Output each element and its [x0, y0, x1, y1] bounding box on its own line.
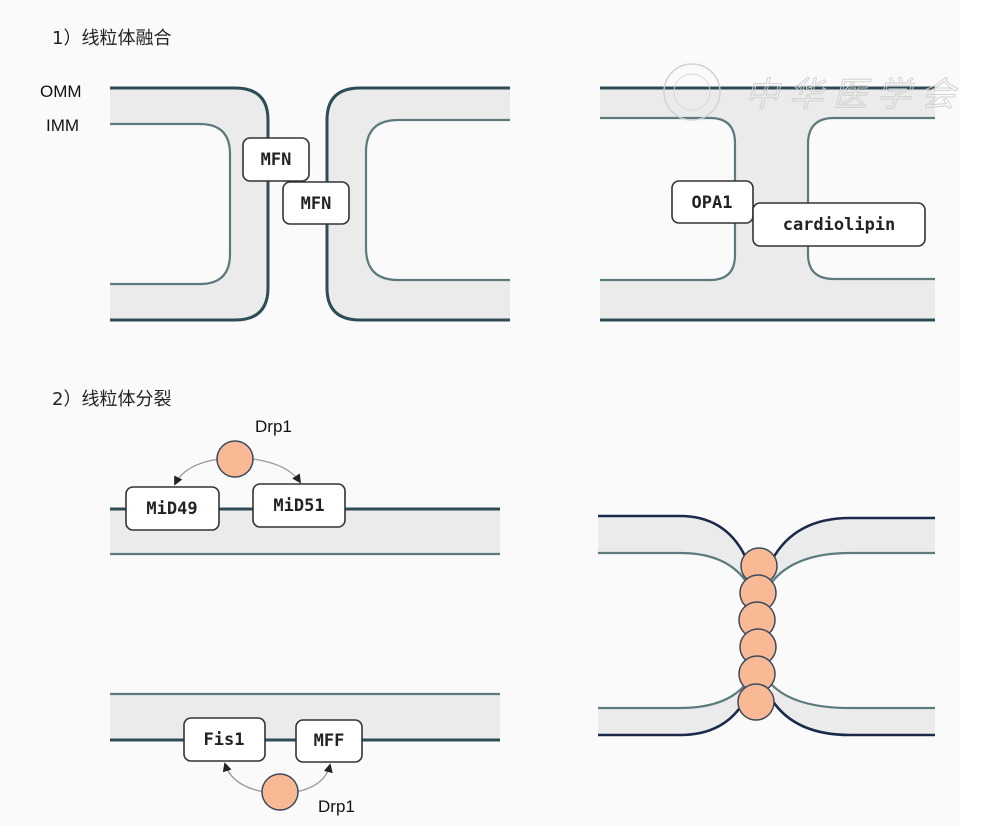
mid51-label: MiD51 — [273, 496, 324, 516]
mid49-label: MiD49 — [146, 499, 197, 519]
arrow-to-mff — [295, 763, 333, 793]
mid49-protein: MiD49 — [125, 486, 220, 531]
mfn-label-2: MFN — [301, 194, 332, 214]
fission-constriction — [598, 514, 935, 737]
drp1-label-bottom: Drp1 — [318, 797, 355, 816]
watermark: 中华医学会 — [663, 63, 965, 121]
opa1-label: OPA1 — [692, 193, 733, 213]
fis1-label: Fis1 — [204, 730, 245, 750]
cardiolipin-label: cardiolipin — [783, 215, 896, 235]
mitochondrion-left — [110, 86, 270, 322]
omm-label: OMM — [40, 82, 82, 101]
mfn-protein-2: MFN — [282, 181, 350, 225]
opa1-protein: OPA1 — [671, 180, 754, 224]
mfn-label-1: MFN — [261, 150, 292, 170]
watermark-text: 中华医学会 — [745, 75, 965, 115]
section2-title: 2）线粒体分裂 — [52, 389, 171, 410]
section1-title: 1）线粒体融合 — [52, 28, 171, 49]
mff-label: MFF — [314, 731, 345, 751]
mfn-protein-1: MFN — [242, 137, 310, 182]
drp1-label-top: Drp1 — [255, 417, 292, 436]
arrow-to-mid51 — [252, 458, 302, 484]
cardiolipin: cardiolipin — [752, 202, 926, 247]
arrow-to-fis1 — [222, 762, 265, 793]
mitochondrion-right — [325, 86, 510, 322]
drp1-oligomer-6 — [737, 683, 775, 721]
fis1-protein: Fis1 — [183, 717, 266, 762]
mff-protein: MFF — [295, 719, 363, 763]
mid51-protein: MiD51 — [252, 483, 346, 528]
drp1-top — [216, 440, 254, 478]
arrow-to-mid49 — [174, 458, 220, 486]
imm-label: IMM — [46, 116, 79, 135]
drp1-bottom — [261, 773, 299, 811]
